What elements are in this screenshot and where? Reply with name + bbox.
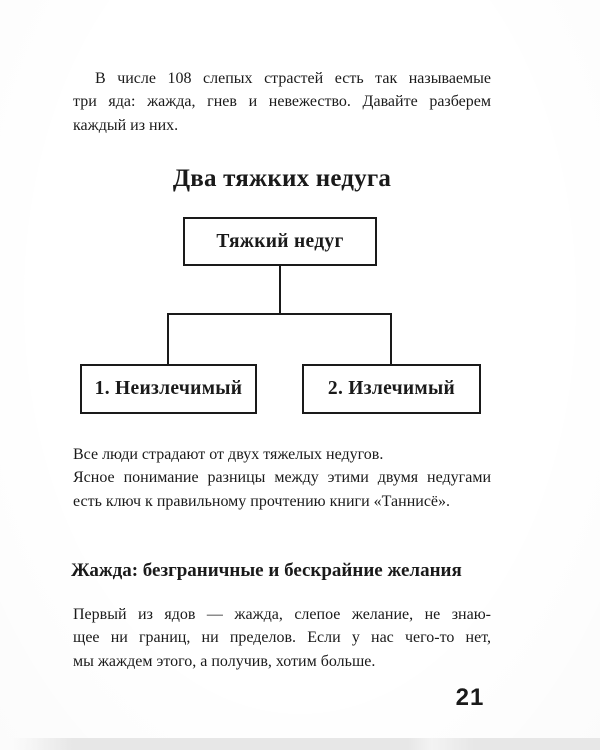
thirst-paragraph: Первый из ядов — жажда, слепое желание, … bbox=[73, 603, 491, 673]
paragraph-line: есть ключ к правильному прочтению книги … bbox=[73, 492, 451, 510]
diagram-connector-stem bbox=[279, 266, 281, 313]
intro-paragraph: В числе 108 слепых страстей есть так наз… bbox=[73, 67, 491, 137]
paragraph-line: мы жаждем этого, а получив, хотим больше… bbox=[73, 652, 376, 670]
paragraph-line: Все люди страдают от двух тяжелых недуго… bbox=[73, 446, 384, 463]
explanation-paragraph: Все люди страдают от двух тяжелых недуго… bbox=[73, 443, 491, 513]
paragraph-line: Первый из ядов — жажда, слепое желание, … bbox=[73, 606, 491, 623]
diagram-root-label: Тяжкий недуг bbox=[216, 230, 344, 252]
diagram-box-curable-label: 2. Излечимый bbox=[327, 378, 456, 399]
diagram-connector-crossbar bbox=[167, 313, 392, 315]
subsection-heading: Жажда: безграничные и бескрайние желания bbox=[71, 560, 462, 581]
paragraph-line: Ясное понимание разницы между этими двум… bbox=[73, 469, 491, 487]
paragraph-line: щее ни границ, ни пределов. Если у нас ч… bbox=[73, 629, 491, 647]
page-edge-shadow bbox=[0, 738, 600, 750]
paragraph-line: три яда: жажда, гнев и невежество. Давай… bbox=[73, 93, 491, 111]
diagram-connector-right bbox=[390, 313, 392, 364]
paragraph-line: каждый из них. bbox=[73, 116, 179, 134]
diagram-root-box: Тяжкий недуг bbox=[183, 217, 377, 266]
diagram-box-incurable: 1. Неизлечимый bbox=[80, 364, 257, 414]
diagram-box-incurable-label: 1. Неизлечимый bbox=[94, 378, 243, 399]
page-number: 21 bbox=[455, 684, 485, 711]
paragraph-line: В числе 108 слепых страстей есть так наз… bbox=[95, 70, 491, 87]
diagram-connector-left bbox=[167, 313, 169, 364]
section-heading: Два тяжких недуга bbox=[172, 165, 392, 192]
diagram-box-curable: 2. Излечимый bbox=[302, 364, 481, 414]
